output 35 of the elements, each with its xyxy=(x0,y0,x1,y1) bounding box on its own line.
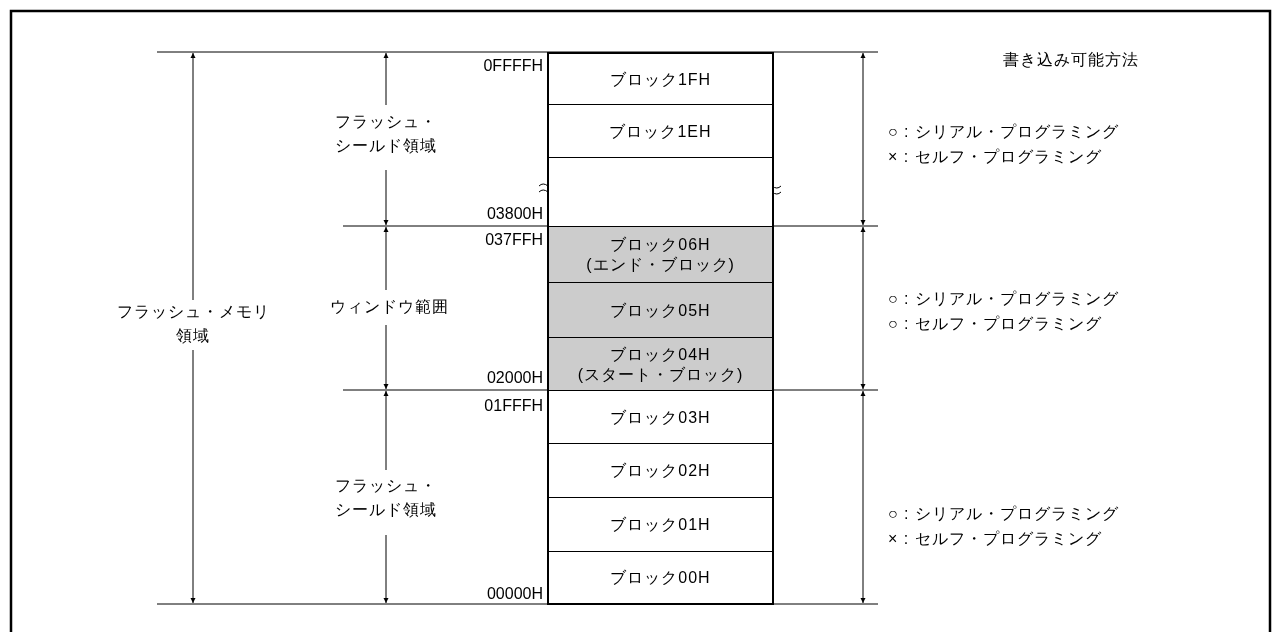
method-label: × : セルフ・プログラミング xyxy=(888,147,1102,166)
memory-block xyxy=(547,390,774,444)
block-name: ブロック02H xyxy=(610,461,711,481)
memory-block xyxy=(547,551,774,605)
memory-block xyxy=(547,226,774,283)
block-note: (スタート・ブロック) xyxy=(577,364,744,385)
memory-block xyxy=(547,497,774,552)
address-label: 03800H xyxy=(486,204,543,223)
method-label: ○ : セルフ・プログラミング xyxy=(888,314,1102,333)
memory-block xyxy=(547,443,774,498)
block-name: ブロック01H xyxy=(610,515,711,535)
block-note: (エンド・ブロック) xyxy=(586,255,735,275)
method-label: ○ : シリアル・プログラミング xyxy=(888,122,1119,141)
address-label: 0FFFFH xyxy=(483,56,543,75)
memory-block xyxy=(547,104,774,158)
region-label: ウィンドウ範囲 xyxy=(330,297,449,316)
memory-block xyxy=(547,282,774,338)
block-name: ブロック04H xyxy=(610,344,711,365)
block-name: ブロック1FH xyxy=(609,69,712,90)
address-label: 00000H xyxy=(486,584,543,603)
method-label: ○ : シリアル・プログラミング xyxy=(888,504,1119,523)
memory-block xyxy=(547,52,774,105)
block-name: ブロック00H xyxy=(610,567,711,588)
memory-block xyxy=(547,337,774,391)
block-name: ブロック06H xyxy=(610,235,711,255)
column-heading: 書き込み可能方法 xyxy=(1003,50,1139,69)
address-label: 01FFFH xyxy=(484,396,543,415)
block-name: ブロック03H xyxy=(610,407,711,428)
address-label: 037FFH xyxy=(485,230,543,249)
method-label: ○ : シリアル・プログラミング xyxy=(888,289,1119,308)
address-label: 02000H xyxy=(486,368,543,387)
block-name: ブロック05H xyxy=(610,300,711,321)
block-name: ブロック1EH xyxy=(609,121,712,142)
method-label: × : セルフ・プログラミング xyxy=(888,529,1102,548)
omitted-block xyxy=(547,157,774,227)
